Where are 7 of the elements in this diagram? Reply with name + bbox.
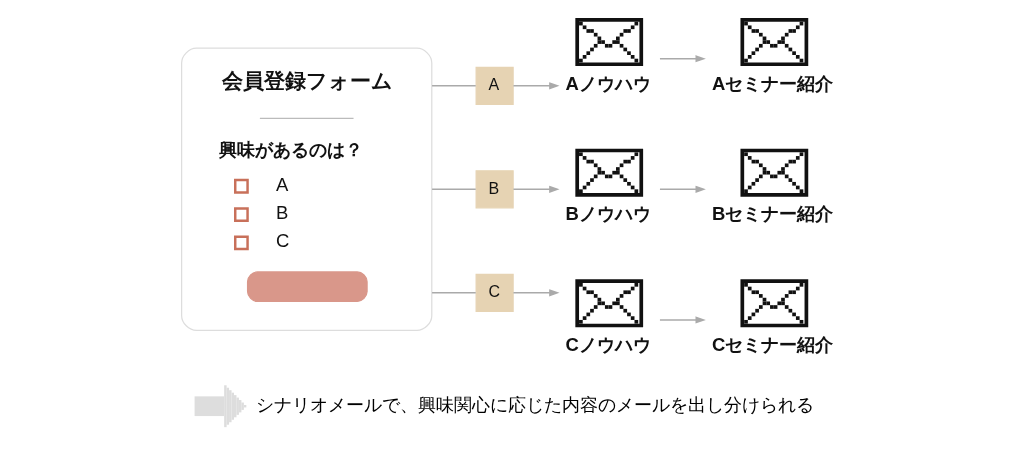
- caption: シナリオメールで、興味関心に応じた内容のメールを出し分けられる: [255, 393, 814, 415]
- node-label: Bセミナー紹介: [711, 203, 833, 225]
- node-label: Bノウハウ: [564, 203, 651, 225]
- node-label: Aノウハウ: [564, 72, 651, 94]
- node-label: Cノウハウ: [564, 333, 651, 355]
- node-label: Cセミナー紹介: [711, 333, 833, 355]
- node-label: Aセミナー紹介: [711, 72, 833, 94]
